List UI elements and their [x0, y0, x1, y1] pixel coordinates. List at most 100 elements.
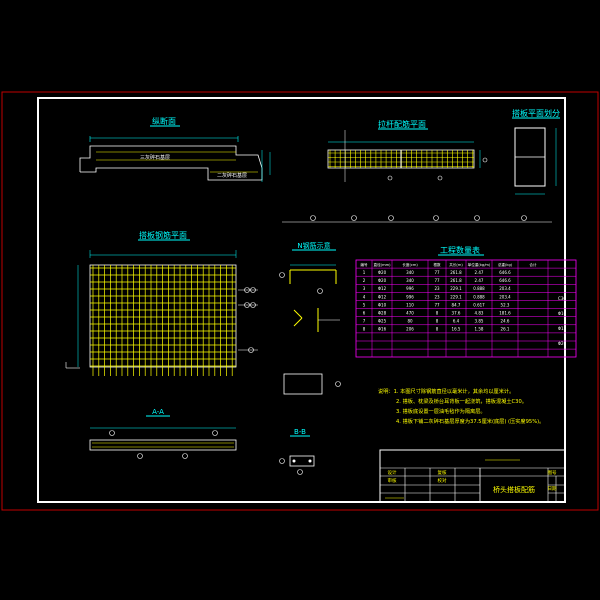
- rebar-plan-title: 拉杆配筋平面: [378, 119, 426, 129]
- detail-title: N钢筋示意: [297, 241, 330, 250]
- table-cell: 470: [406, 311, 414, 316]
- table-cell: Φ25: [378, 319, 387, 324]
- table-cell: 23: [434, 294, 440, 299]
- table-cell: Φ20: [378, 270, 387, 275]
- section-aa-title: A-A: [152, 408, 164, 416]
- table-cell: 26.1: [501, 327, 510, 332]
- mesh-plan-view: 搭板钢筋平面: [65, 230, 258, 376]
- table-cell: 84.7: [452, 302, 461, 307]
- note-2: 2. 搭板、枕梁及桥台耳背板一起浇筑，搭板混凝土C30。: [396, 397, 527, 405]
- table-cell: Φ10: [378, 302, 387, 307]
- table-cell: 8: [363, 327, 366, 332]
- table-cell: 2.47: [475, 278, 484, 283]
- title-cell-5: 图号: [548, 470, 557, 476]
- table-cell: 37.6: [452, 311, 461, 316]
- table-cell: 8: [436, 327, 439, 332]
- table-cell: 7: [363, 319, 366, 324]
- table-cell: 261.8: [450, 278, 462, 283]
- table-cell: 77: [434, 278, 440, 283]
- table-cell: 206: [406, 327, 414, 332]
- table-header: 直径(mm): [374, 262, 392, 267]
- table-cell: 8: [436, 319, 439, 324]
- table-summary-cell: Φ10: [558, 311, 567, 316]
- table-header: 合计: [529, 262, 537, 267]
- table-cell: 1.58: [475, 327, 484, 332]
- note-4: 4. 搭板下铺二灰碎石基层厚度为37.5厘米(底层) (压实度95%)。: [396, 417, 544, 425]
- table-cell: Φ12: [378, 286, 387, 291]
- mesh-plan-title: 搭板钢筋平面: [139, 230, 187, 240]
- slab-division-view: 搭板平面划分: [512, 108, 560, 195]
- note-1: 说明：1. 本图尺寸除钢筋直径以毫米计，其余均以厘米计。: [378, 387, 514, 395]
- title-cell-4: 校对: [438, 477, 447, 484]
- table-cell: 203.4: [499, 286, 511, 291]
- table-cell: 6.4: [453, 319, 460, 324]
- table-cell: 646.6: [499, 278, 511, 283]
- table-summary-cell: Φ12: [558, 326, 567, 331]
- table-cell: Φ20: [378, 278, 387, 283]
- table-cell: 1: [363, 270, 366, 275]
- table-cell: Φ28: [378, 311, 387, 316]
- table-cell: 4: [363, 294, 366, 299]
- title-block: 设计 复核 审核 校对 图号 日期 桥头搭板配筋: [379, 449, 566, 503]
- notes: 说明：1. 本图尺寸除钢筋直径以毫米计，其余均以厘米计。 2. 搭板、枕梁及桥台…: [378, 387, 544, 425]
- table-cell: 4.83: [475, 311, 484, 316]
- title-cell-6: 日期: [548, 486, 557, 492]
- table-cell: 261.8: [450, 270, 462, 275]
- table-summary-cell: Φ20: [558, 341, 567, 346]
- rebar-plan-view: 拉杆配筋平面: [327, 119, 488, 182]
- table-cell: 646.6: [499, 270, 511, 275]
- table-cell: 2: [363, 278, 366, 283]
- table-title: 工程数量表: [440, 245, 480, 255]
- note-3: 3. 搭板底设置一层油毛毡作为隔离层。: [396, 407, 486, 415]
- section-aa-view: A-A: [89, 408, 237, 459]
- table-cell: Φ16: [378, 327, 387, 332]
- title-cell-1: 设计: [388, 469, 397, 476]
- circle-callouts-row: [282, 215, 552, 223]
- table-header: 单位重(kg/m): [468, 262, 491, 267]
- section-bb-title: B-B: [294, 428, 306, 436]
- section-label-layer2: 二灰碎石基层: [217, 172, 247, 179]
- table-cell: 77: [434, 270, 440, 275]
- table-cell: Φ12: [378, 294, 387, 299]
- table-cell: 80: [407, 319, 413, 324]
- table-cell: 3.85: [475, 319, 484, 324]
- table-cell: 229.1: [450, 286, 462, 291]
- table-cell: 16.5: [452, 327, 461, 332]
- table-header: 编号: [360, 262, 368, 267]
- table-cell: 996: [406, 294, 414, 299]
- table-cell: 52.3: [501, 302, 510, 307]
- table-cell: 0.888: [473, 294, 485, 299]
- table-cell: 23: [434, 286, 440, 291]
- table-cell: 340: [406, 278, 414, 283]
- table-cell: 5: [363, 302, 366, 307]
- sheet-border: [37, 97, 566, 503]
- slab-division-title: 搭板平面划分: [512, 108, 560, 118]
- table-cell: 110: [406, 302, 414, 307]
- rebar-detail-view: N钢筋示意: [279, 241, 341, 395]
- outer-frame: [1, 91, 599, 511]
- table-cell: 996: [406, 286, 414, 291]
- table-header: 根数: [433, 262, 441, 267]
- section-bb-view: B-B: [279, 428, 315, 475]
- table-cell: 229.1: [450, 294, 462, 299]
- table-summary-cell: C30: [558, 296, 566, 301]
- section-label-layer1: 三灰碎石基层: [140, 154, 170, 161]
- title-cell-2: 复核: [438, 469, 447, 476]
- table-cell: 340: [406, 270, 414, 275]
- drawing-name: 桥头搭板配筋: [493, 485, 535, 494]
- table-header: 总重(kg): [498, 262, 513, 267]
- table-cell: 24.6: [501, 319, 510, 324]
- table-cell: 77: [434, 302, 440, 307]
- section-view: 纵断面 三灰碎石基层 二灰碎石基层: [79, 116, 271, 182]
- table-header: 长度(cm): [402, 262, 418, 267]
- table-cell: 0.888: [473, 286, 485, 291]
- section-title: 纵断面: [152, 116, 176, 126]
- table-header: 共长(m): [449, 262, 463, 267]
- table-cell: 203.4: [499, 294, 511, 299]
- table-cell: 6: [363, 311, 366, 316]
- table-cell: 0.617: [473, 302, 485, 307]
- table-cell: 3: [363, 286, 366, 291]
- table-cell: 181.6: [499, 311, 511, 316]
